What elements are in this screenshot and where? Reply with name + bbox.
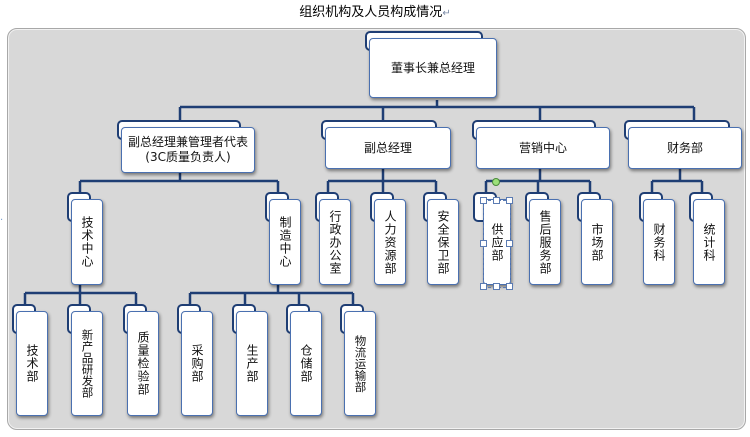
node-finance-sec-label: 财务科 <box>643 199 675 285</box>
node-new-product[interactable]: 新产品研发部 <box>67 304 107 416</box>
node-marketing[interactable]: 营销中心 <box>472 120 610 170</box>
node-finance-sec[interactable]: 财务科 <box>639 192 679 285</box>
node-after-sales[interactable]: 售后服务部 <box>525 192 565 285</box>
node-marketing-label: 营销中心 <box>476 127 610 169</box>
node-qc[interactable]: 质量检验部 <box>123 304 163 416</box>
node-storage[interactable]: 仓储部 <box>286 304 326 416</box>
margin-marker: · <box>0 215 4 226</box>
node-stats-label: 统计科 <box>693 199 725 285</box>
node-qc-label: 质量检验部 <box>127 311 159 416</box>
node-admin-label: 行政办公室 <box>319 199 351 285</box>
node-market[interactable]: 市场部 <box>577 192 617 285</box>
node-mfg-center-label: 制造中心 <box>269 199 301 285</box>
node-tech-dept-label: 技术部 <box>16 311 48 416</box>
resize-handle-tr[interactable] <box>506 197 513 204</box>
resize-handle-tl[interactable] <box>480 197 487 204</box>
node-purchasing-label: 采购部 <box>181 311 213 416</box>
node-logistics[interactable]: 物流运输部 <box>340 304 380 416</box>
resize-handle-tm[interactable] <box>493 197 500 204</box>
paragraph-mark: ↵ <box>442 8 451 19</box>
node-finance[interactable]: 财务部 <box>624 120 742 170</box>
node-security[interactable]: 安全保卫部 <box>423 192 463 285</box>
node-vp-quality-label: 副总经理兼管理者代表(3C质量负责人) <box>121 127 255 173</box>
node-after-sales-label: 售后服务部 <box>529 199 561 285</box>
node-production-label: 生产部 <box>236 311 268 416</box>
node-hr-label: 人力资源部 <box>374 199 406 285</box>
title-text: 组织机构及人员构成情况 <box>299 5 443 20</box>
rotate-handle[interactable] <box>492 178 500 186</box>
node-vp[interactable]: 副总经理 <box>321 120 451 170</box>
node-admin[interactable]: 行政办公室 <box>315 192 355 285</box>
resize-handle-br[interactable] <box>506 283 513 290</box>
node-logistics-label: 物流运输部 <box>344 311 376 416</box>
node-vp-quality[interactable]: 副总经理兼管理者代表(3C质量负责人) <box>117 120 255 174</box>
node-ceo-label: 董事长兼总经理 <box>369 38 497 98</box>
node-mfg-center[interactable]: 制造中心 <box>265 192 305 285</box>
resize-handle-bm[interactable] <box>493 283 500 290</box>
node-hr[interactable]: 人力资源部 <box>370 192 410 285</box>
document-title: 组织机构及人员构成情况↵ <box>0 3 750 23</box>
node-production[interactable]: 生产部 <box>232 304 272 416</box>
node-purchasing[interactable]: 采购部 <box>177 304 217 416</box>
resize-handle-bl[interactable] <box>480 283 487 290</box>
resize-handle-ml[interactable] <box>480 240 487 247</box>
node-storage-label: 仓储部 <box>290 311 322 416</box>
node-stats[interactable]: 统计科 <box>689 192 729 285</box>
node-security-label: 安全保卫部 <box>427 199 459 285</box>
node-new-product-label: 新产品研发部 <box>71 311 103 416</box>
node-tech-center-label: 技术中心 <box>71 199 103 285</box>
node-vp-label: 副总经理 <box>325 127 451 169</box>
node-tech-dept[interactable]: 技术部 <box>12 304 52 416</box>
resize-handle-mr[interactable] <box>506 240 513 247</box>
node-tech-center[interactable]: 技术中心 <box>67 192 107 285</box>
node-ceo[interactable]: 董事长兼总经理 <box>365 31 497 101</box>
node-market-label: 市场部 <box>581 199 613 285</box>
node-finance-label: 财务部 <box>628 127 742 169</box>
